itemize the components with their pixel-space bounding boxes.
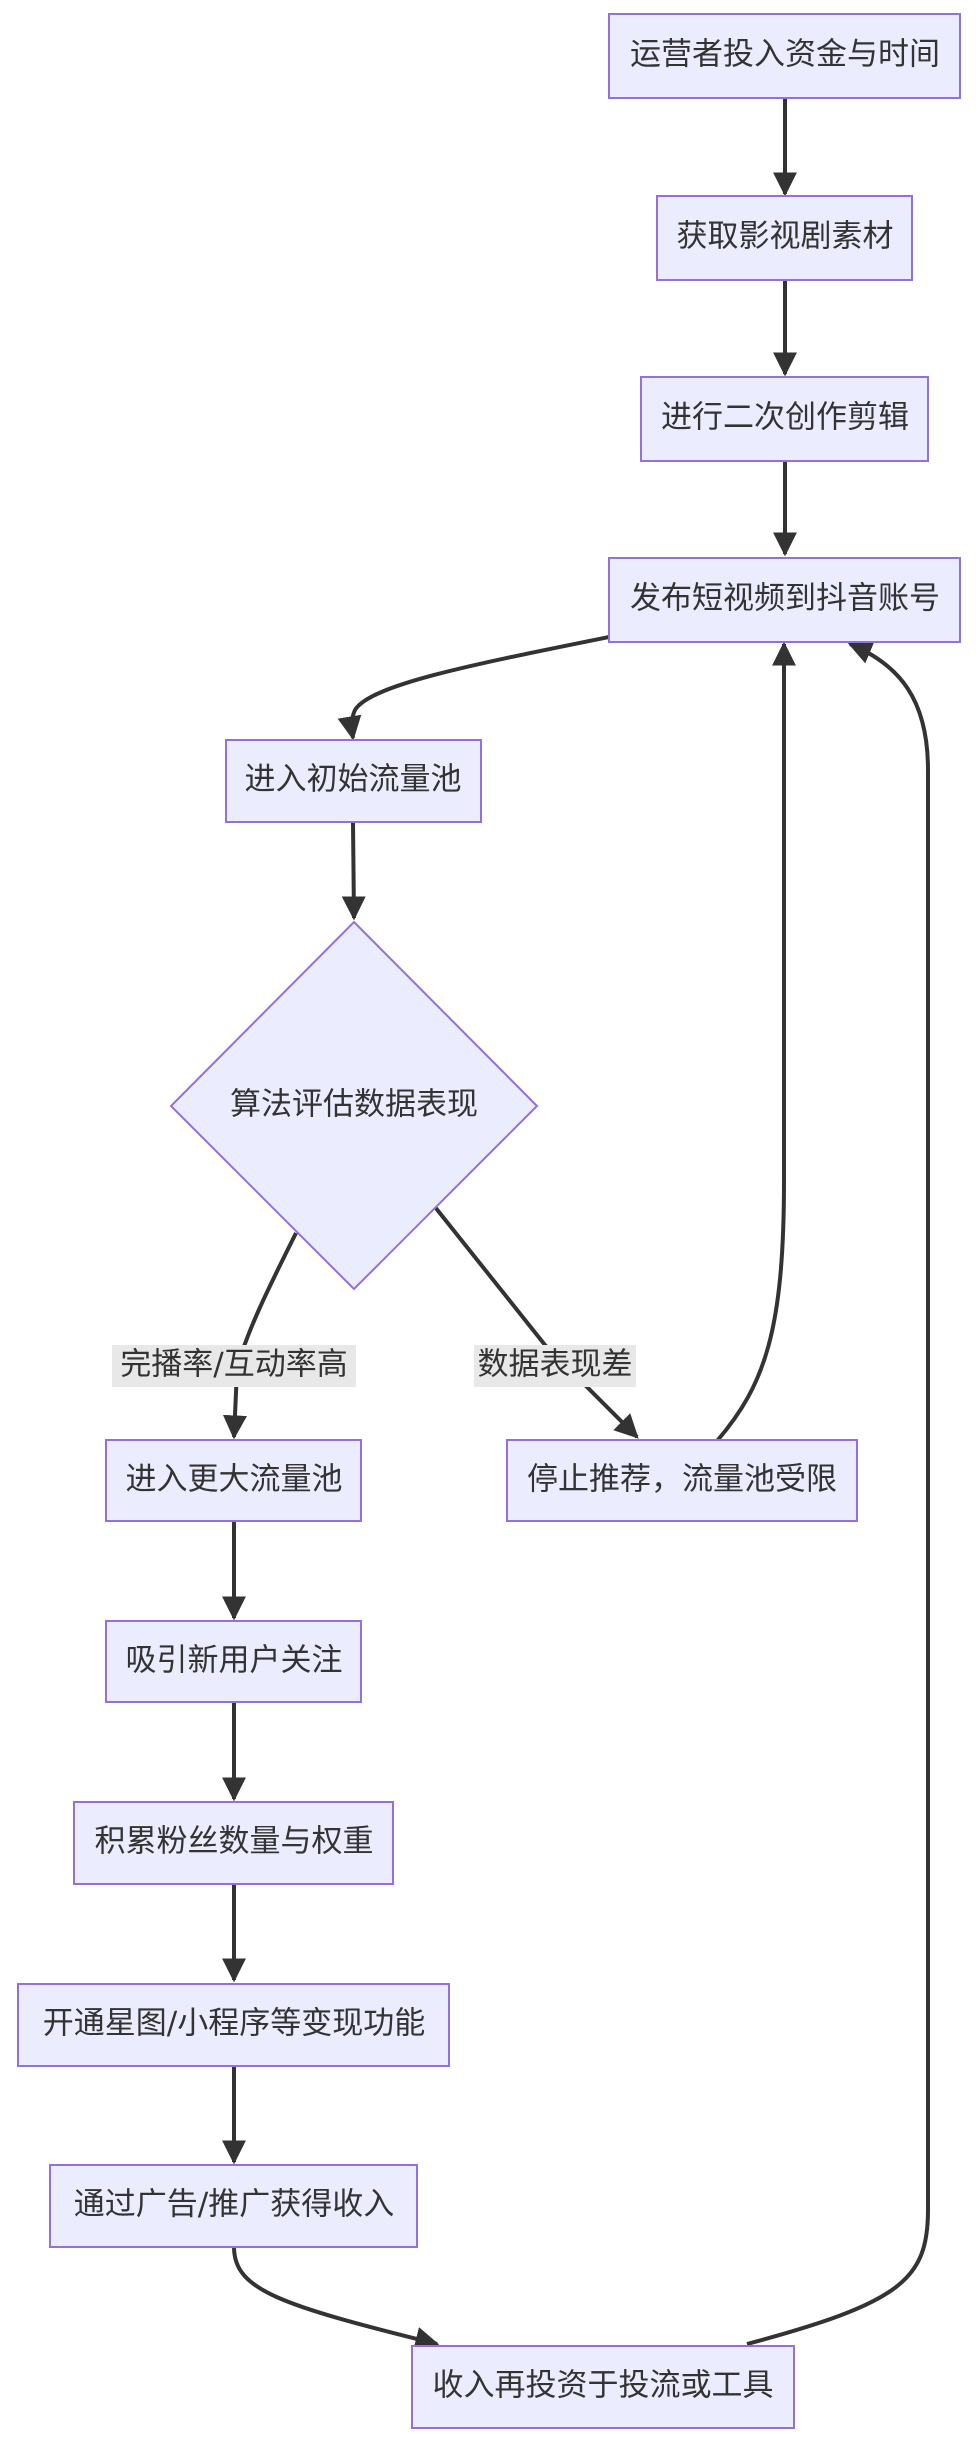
node-publish-label: 发布短视频到抖音账号 — [630, 581, 940, 617]
node-reinvest: 收入再投资于投流或工具 — [411, 2345, 795, 2429]
edge-reinvest-to-publish — [746, 641, 930, 2346]
edge-income-to-reinvest — [232, 2246, 440, 2351]
node-accumulate: 积累粉丝数量与权重 — [73, 1801, 394, 1885]
node-attract-label: 吸引新用户关注 — [126, 1643, 343, 1679]
edge-evaluate-to-stop — [433, 1205, 639, 1439]
node-evaluate: 算法评估数据表现 — [169, 920, 539, 1291]
node-attract: 吸引新用户关注 — [105, 1620, 362, 1703]
edges — [222, 98, 930, 2351]
node-material: 获取影视剧素材 — [656, 195, 913, 281]
node-stop-label: 停止推荐，流量池受限 — [527, 1462, 837, 1498]
node-reinvest-label: 收入再投资于投流或工具 — [433, 2368, 774, 2404]
node-bigger-pool-label: 进入更大流量池 — [126, 1462, 343, 1498]
node-income: 通过广告/推广获得收入 — [49, 2164, 418, 2248]
node-publish: 发布短视频到抖音账号 — [608, 557, 961, 643]
node-invest: 运营者投入资金与时间 — [608, 13, 961, 99]
node-edit-label: 进行二次创作剪辑 — [661, 400, 909, 436]
node-income-label: 通过广告/推广获得收入 — [74, 2187, 394, 2223]
edge-stop-to-publish — [715, 641, 796, 1443]
node-initial-pool: 进入初始流量池 — [225, 739, 482, 823]
edge-publish-to-initial-pool — [337, 635, 610, 741]
node-edit: 进行二次创作剪辑 — [640, 376, 929, 462]
edge-label-high: 完播率/互动率高 — [112, 1345, 356, 1387]
node-accumulate-label: 积累粉丝数量与权重 — [95, 1824, 374, 1860]
edge-label-poor-text: 数据表现差 — [478, 1347, 633, 1383]
edge-label-high-text: 完播率/互动率高 — [120, 1347, 347, 1383]
node-material-label: 获取影视剧素材 — [677, 219, 894, 255]
node-initial-pool-label: 进入初始流量池 — [245, 762, 462, 798]
edge-evaluate-to-bigger-pool — [222, 1232, 298, 1440]
node-invest-label: 运营者投入资金与时间 — [630, 37, 940, 73]
node-bigger-pool: 进入更大流量池 — [105, 1439, 362, 1522]
node-evaluate-label: 算法评估数据表现 — [230, 1087, 478, 1123]
node-monetize-features: 开通星图/小程序等变现功能 — [17, 1983, 450, 2067]
edge-initial-pool-to-evaluate — [341, 821, 366, 921]
edge-label-poor: 数据表现差 — [474, 1345, 636, 1387]
node-stop: 停止推荐，流量池受限 — [506, 1439, 858, 1522]
node-monetize-features-label: 开通星图/小程序等变现功能 — [43, 2006, 425, 2042]
